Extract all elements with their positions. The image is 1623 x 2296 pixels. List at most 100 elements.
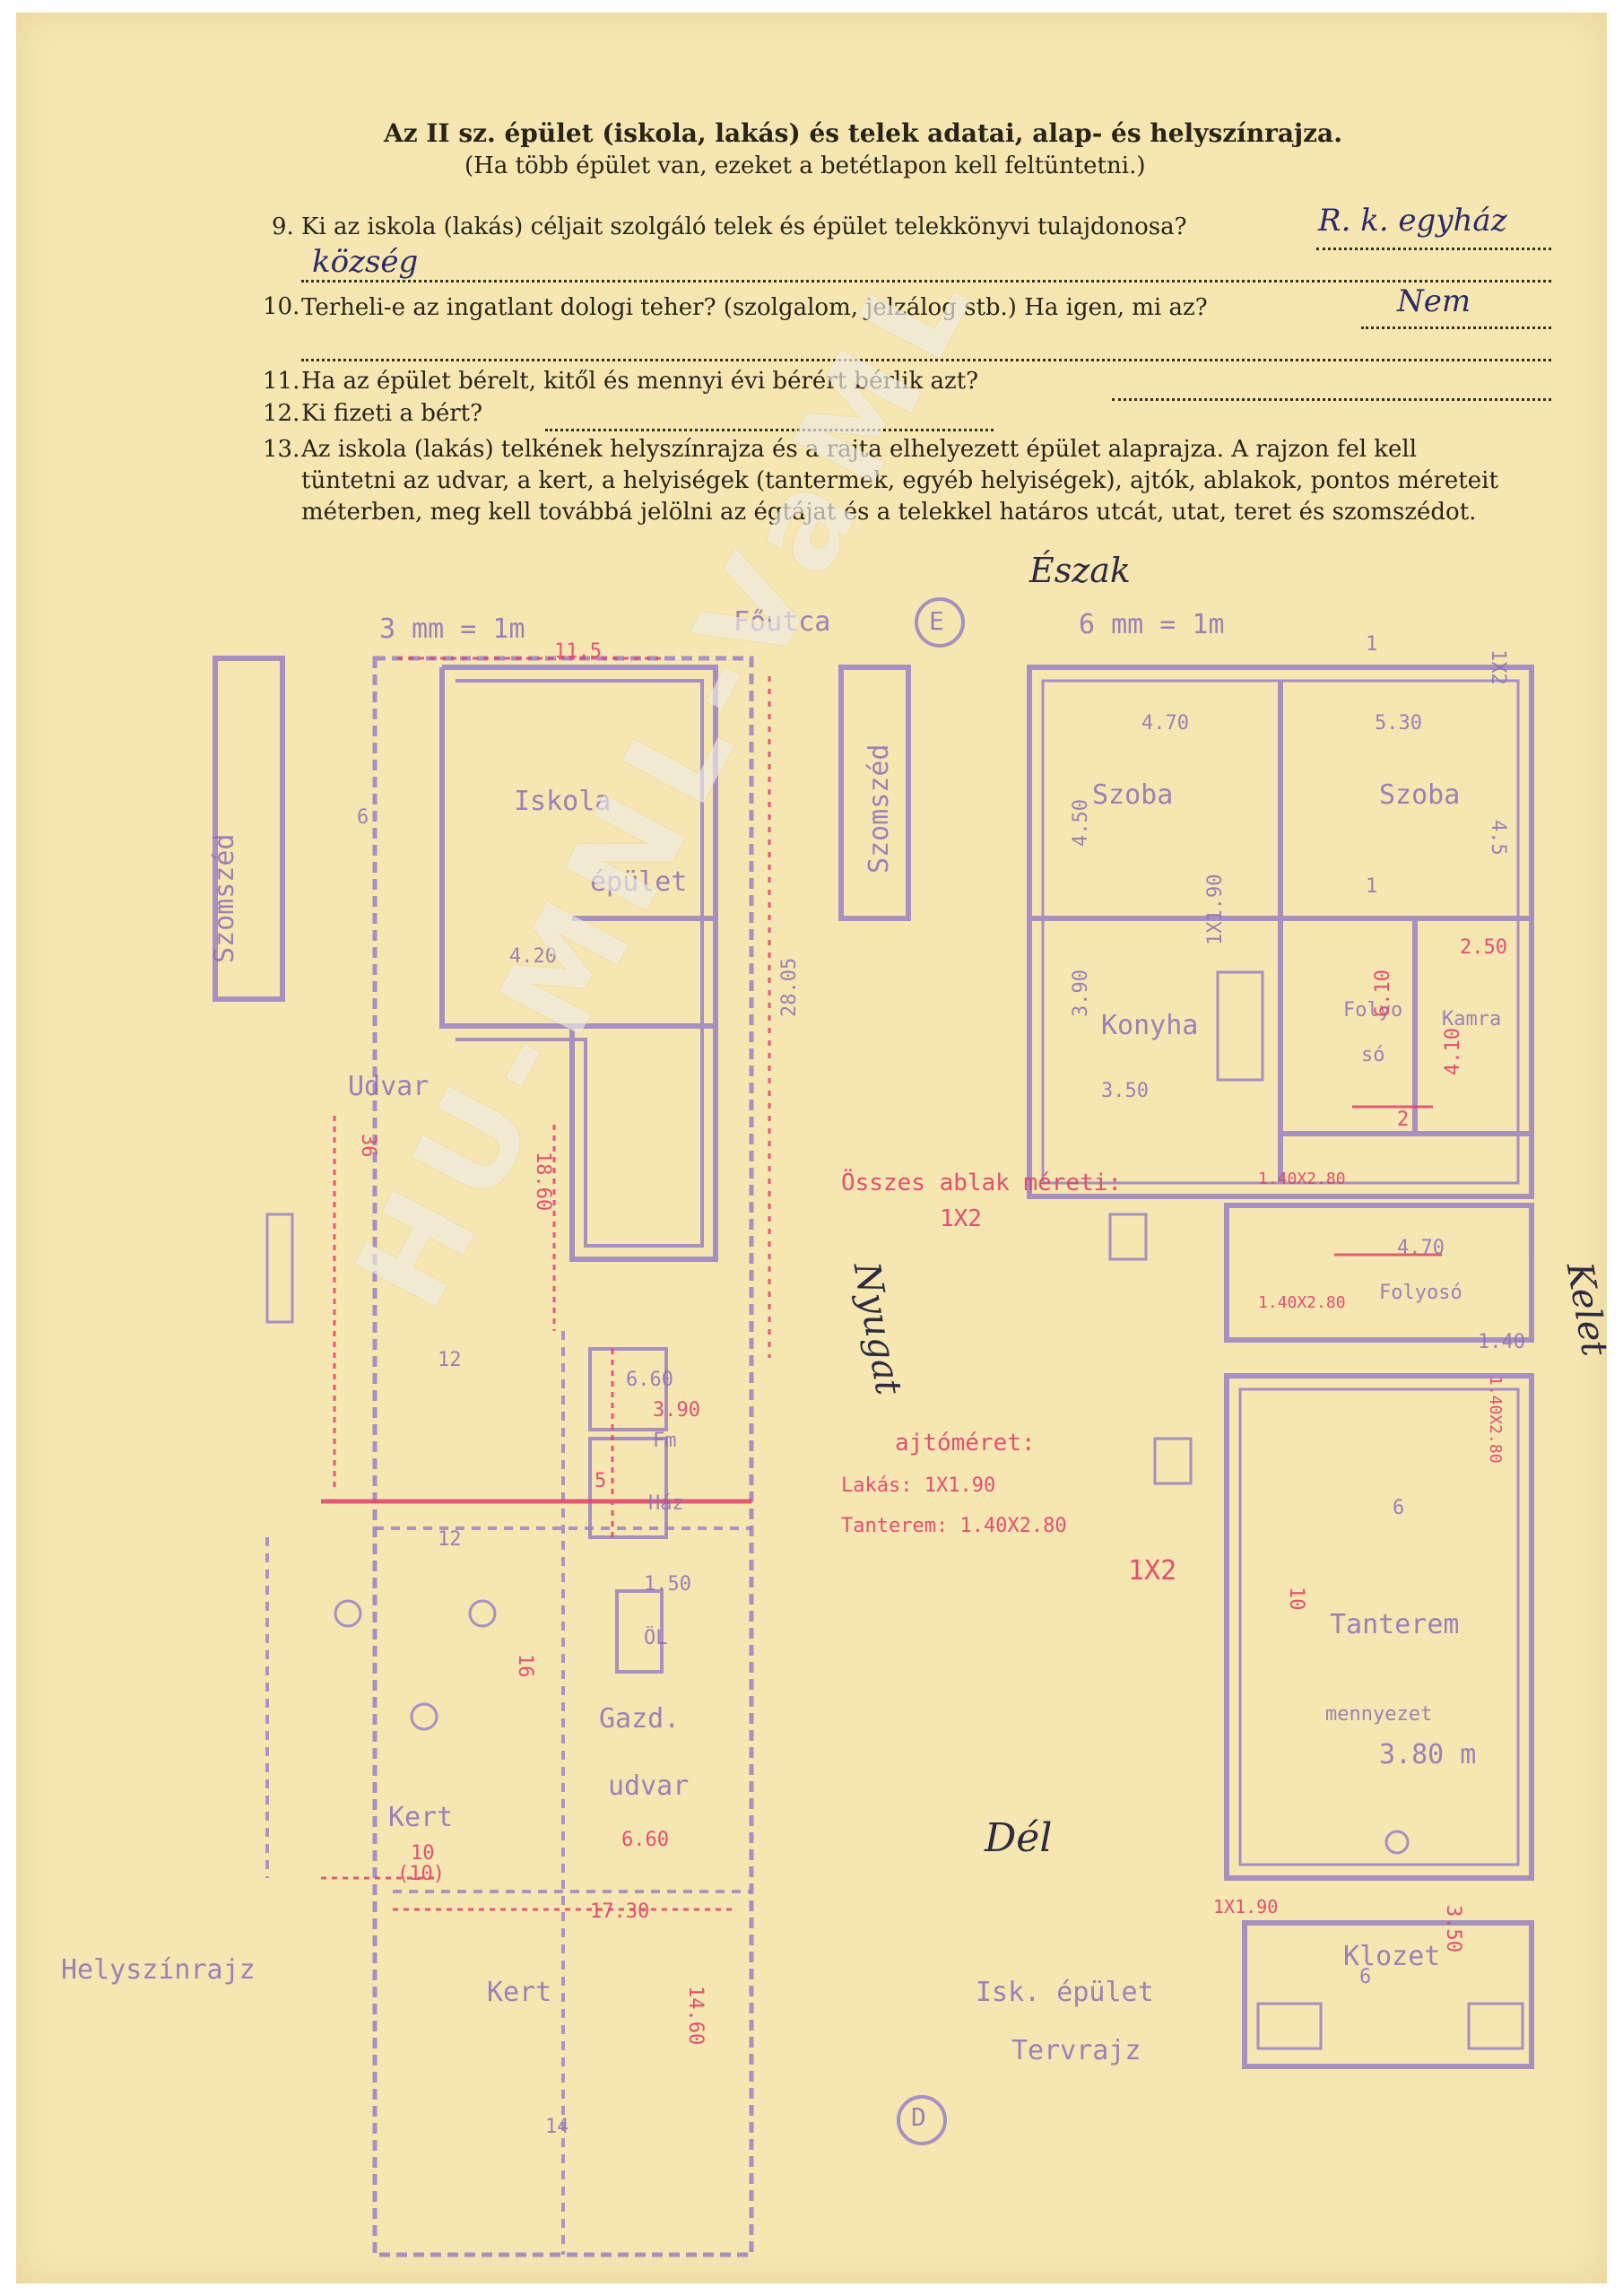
question-10-text: Terheli-e az ingatlant dologi teher? (sz… bbox=[301, 294, 1208, 321]
garden-label: Kert bbox=[388, 1802, 454, 1833]
dim-top: 11.5 bbox=[554, 640, 602, 663]
q9-answer: R. k. egyház bbox=[1318, 203, 1507, 239]
dim-14280b: 1.40X2.80 bbox=[1258, 1293, 1346, 1312]
q11-answer-line bbox=[1112, 398, 1551, 401]
circle-stamp-bottom bbox=[897, 2095, 947, 2145]
question-12-text: Ki fizeti a bért? bbox=[301, 400, 483, 427]
floor-caption-1: Isk. épület bbox=[976, 1977, 1154, 2008]
kitchen-label: Konyha bbox=[1101, 1010, 1199, 1041]
dim-w390: 3.90 bbox=[653, 1399, 700, 1422]
dim-45: 4.5 bbox=[1487, 820, 1509, 856]
corridor-box bbox=[1224, 1203, 1534, 1343]
hall-label: Folyosó bbox=[1379, 1282, 1462, 1304]
oil-label: ÖL bbox=[644, 1627, 668, 1649]
dim-sm5: 5 bbox=[595, 1470, 607, 1492]
dim-350b: 3.50 bbox=[1442, 1905, 1464, 1952]
house-small-label: Ház bbox=[648, 1492, 684, 1515]
dim-w12: 12 bbox=[438, 1349, 462, 1371]
q10-answer-line bbox=[1361, 326, 1551, 329]
q9-answer-line-2 bbox=[301, 280, 1551, 283]
room2-label: Szoba bbox=[1379, 779, 1461, 811]
neighbor-left-label: Szomszéd bbox=[209, 833, 240, 964]
question-10-number: 10. bbox=[263, 293, 300, 320]
ceiling-value: 3.80 m bbox=[1379, 1739, 1477, 1770]
hall-top-label: Folyo bbox=[1343, 999, 1403, 1022]
dim-1b: 1 bbox=[1366, 875, 1378, 898]
dim-350: 3.50 bbox=[1101, 1080, 1149, 1102]
dim-140: 1.40 bbox=[1478, 1331, 1525, 1353]
toilet-box bbox=[1242, 1920, 1534, 2069]
question-13-line-2: tüntetni az udvar, a kert, a helyiségek … bbox=[301, 467, 1498, 494]
question-13-number: 13. bbox=[263, 436, 300, 463]
windows-value: 1X2 bbox=[940, 1205, 982, 1232]
question-11-text: Ha az épület bérelt, kitől és mennyi évi… bbox=[301, 368, 979, 395]
windows-label: Összes ablak méreti: bbox=[841, 1170, 1123, 1196]
question-11-number: 11. bbox=[263, 368, 300, 395]
q10-answer-line-2 bbox=[301, 359, 1551, 361]
dim-14280: 1.40X2.80 bbox=[1258, 1170, 1346, 1188]
neighbor-right-box bbox=[838, 665, 911, 921]
pantry-label: Kamra bbox=[1442, 1008, 1502, 1031]
site-plan-caption: Helyszínrajz bbox=[61, 1954, 256, 1986]
circle-top-letter: E bbox=[929, 606, 944, 636]
dim-470: 4.70 bbox=[1141, 712, 1189, 735]
neighbor-left-box bbox=[213, 656, 285, 1002]
dim-530: 5.30 bbox=[1375, 712, 1422, 735]
dim-w14: 14 bbox=[545, 2116, 569, 2138]
north-label: Észak bbox=[1029, 551, 1131, 590]
form-title: Az II sz. épület (iskola, lakás) és tele… bbox=[384, 118, 1342, 148]
neighbor-right-label: Szomszéd bbox=[864, 744, 895, 874]
dim-12b: 1X2 bbox=[1128, 1555, 1177, 1587]
room1-label: Szoba bbox=[1092, 779, 1174, 811]
dim-left-w: 6 bbox=[357, 806, 369, 829]
school-label-2: épület bbox=[590, 866, 688, 898]
dim-14280c: 1.40X2.80 bbox=[1486, 1376, 1505, 1464]
dim-mid: 4.20 bbox=[509, 945, 557, 968]
farm-yard-label: Gazd. bbox=[599, 1703, 681, 1735]
school-label: Iskola bbox=[514, 786, 612, 817]
question-13-line-1: Az iskola (lakás) telkének helyszínrajza… bbox=[301, 436, 1418, 463]
school-building-outline bbox=[439, 665, 718, 1262]
dim-6b: 6 bbox=[1359, 1966, 1372, 1988]
dim-1190: 1X1.90 bbox=[1213, 1896, 1279, 1918]
dim-height: 36 bbox=[357, 1134, 379, 1158]
dim-1: 1 bbox=[1366, 633, 1378, 656]
dim-410: 4.10 bbox=[1442, 1028, 1464, 1075]
garden-label-2: Kert bbox=[487, 1977, 552, 2008]
doors-label: ajtóméret: bbox=[895, 1430, 1036, 1457]
dim-h1460: 14.60 bbox=[684, 1986, 707, 2046]
form-subtitle: (Ha több épület van, ezeket a betétlapon… bbox=[464, 152, 1146, 179]
farm-yard-label-2: udvar bbox=[608, 1770, 690, 1802]
street-label: Főutca bbox=[733, 606, 831, 638]
woodshed-label: Fm bbox=[653, 1430, 677, 1452]
dim-450: 4.50 bbox=[1070, 799, 1092, 847]
plans-drawing bbox=[213, 597, 1534, 2257]
question-9-text: Ki az iskola (lakás) céljait szolgáló te… bbox=[301, 213, 1187, 240]
q9-answer-2: község bbox=[312, 244, 419, 280]
dim-250: 2.50 bbox=[1460, 936, 1507, 959]
yard-label: Udvar bbox=[348, 1071, 430, 1102]
dim-10: 10 bbox=[1285, 1587, 1307, 1611]
q10-answer: Nem bbox=[1397, 283, 1471, 319]
dim-2: 2 bbox=[1397, 1109, 1410, 1131]
document-sheet: Az II sz. épület (iskola, lakás) és tele… bbox=[16, 13, 1607, 2283]
dim-w660: 6.60 bbox=[626, 1369, 673, 1391]
circle-stamp-top bbox=[915, 597, 965, 648]
dim-w12b: 12 bbox=[438, 1528, 462, 1551]
toilet-label: Klozet bbox=[1343, 1941, 1441, 1972]
classroom-label: Tanterem bbox=[1330, 1609, 1460, 1640]
question-13-line-3: méterben, meg kell továbbá jelölni az ég… bbox=[301, 499, 1477, 526]
dim-h3: 28.05 bbox=[778, 957, 801, 1017]
door-class: Tanterem: 1.40X2.80 bbox=[841, 1515, 1067, 1537]
door-flat: Lakás: 1X1.90 bbox=[841, 1474, 996, 1497]
q9-answer-line bbox=[1316, 248, 1551, 250]
site-scale: 3 mm = 1m bbox=[379, 613, 525, 645]
dim-12: 1X2 bbox=[1487, 649, 1509, 685]
question-9-number: 9. bbox=[272, 213, 294, 240]
classroom-box bbox=[1224, 1373, 1534, 1881]
floor-scale: 6 mm = 1m bbox=[1079, 609, 1225, 640]
ceiling-label: mennyezet bbox=[1325, 1703, 1433, 1726]
circle-bottom-letter: D bbox=[911, 2102, 926, 2132]
hall-top-label-2: só bbox=[1361, 1044, 1385, 1066]
dim-470b: 4.70 bbox=[1397, 1237, 1445, 1259]
